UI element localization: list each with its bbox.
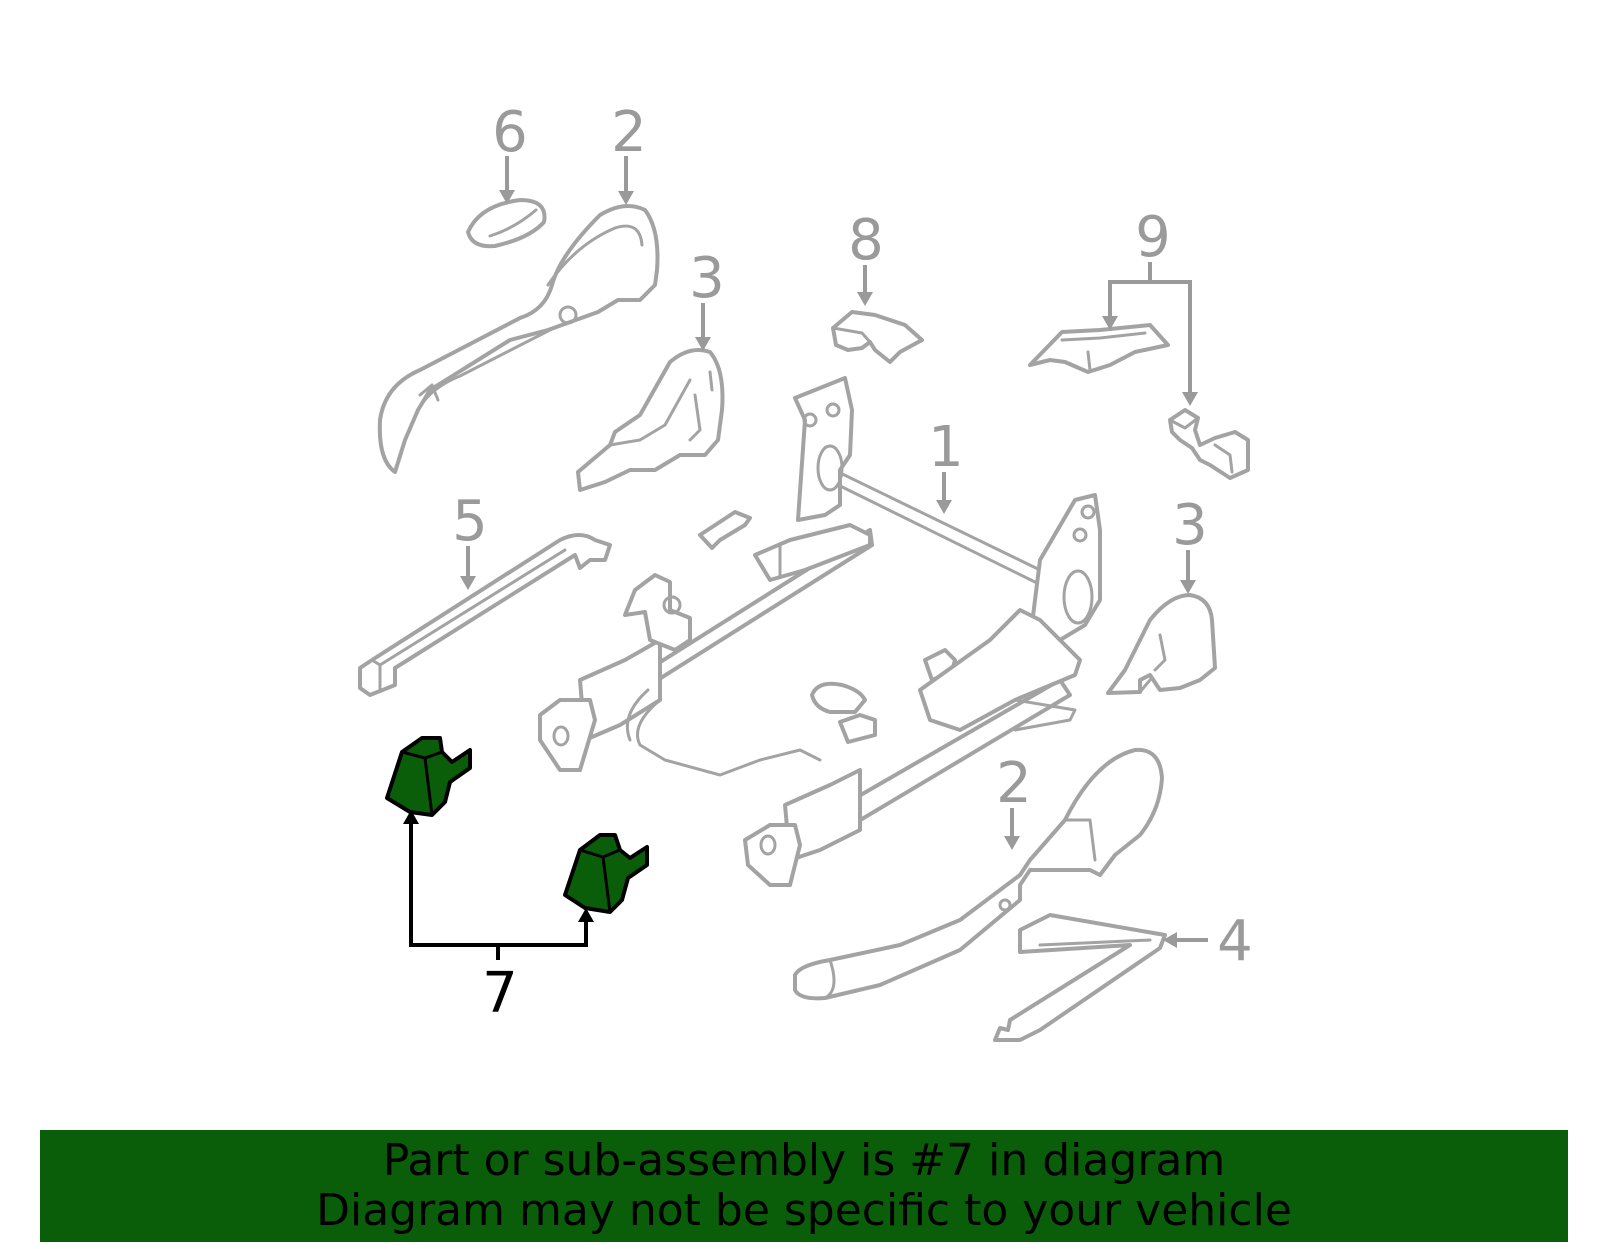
- part-8-clip: [831, 310, 924, 364]
- callout-4: 4: [1217, 909, 1253, 974]
- callout-5: 5: [452, 489, 488, 554]
- callout-7: 7: [482, 961, 518, 1026]
- part-6-cap: [466, 198, 547, 249]
- part-2-cover-lower: [793, 747, 1164, 1001]
- callout-3-upper: 3: [689, 246, 725, 311]
- part-5-track-cover: [358, 533, 612, 697]
- callout-6: 6: [492, 100, 528, 165]
- part-2-cover-upper: [377, 204, 660, 474]
- callout-1: 1: [928, 415, 964, 480]
- callout-2-lower: 2: [996, 751, 1032, 816]
- callout-8: 8: [848, 208, 884, 273]
- callout-9: 9: [1135, 205, 1171, 270]
- part-1-seat-frame: [538, 376, 1102, 887]
- part-9-bracket-upper: [1028, 323, 1170, 374]
- part-4-track-cover: [993, 913, 1167, 1042]
- part-9-bracket-lower: [1168, 408, 1250, 480]
- part-3-shield-lower: [1106, 593, 1217, 695]
- part-7-clip-left: [385, 736, 472, 817]
- callout-3-lower: 3: [1172, 493, 1208, 558]
- banner-line-1: Part or sub-assembly is #7 in diagram: [382, 1135, 1226, 1186]
- part-7-clip-right: [563, 833, 649, 914]
- leader-7: [403, 810, 594, 960]
- leader-lines: [460, 156, 1208, 948]
- callout-2-upper: 2: [611, 100, 647, 165]
- part-3-shield-upper: [576, 348, 725, 492]
- info-banner: Part or sub-assembly is #7 in diagram Di…: [40, 1130, 1568, 1242]
- banner-line-2: Diagram may not be specific to your vehi…: [316, 1185, 1292, 1236]
- parts-diagram: 6 2 3 8 9 1 5 3 2 4 7: [358, 100, 1253, 1042]
